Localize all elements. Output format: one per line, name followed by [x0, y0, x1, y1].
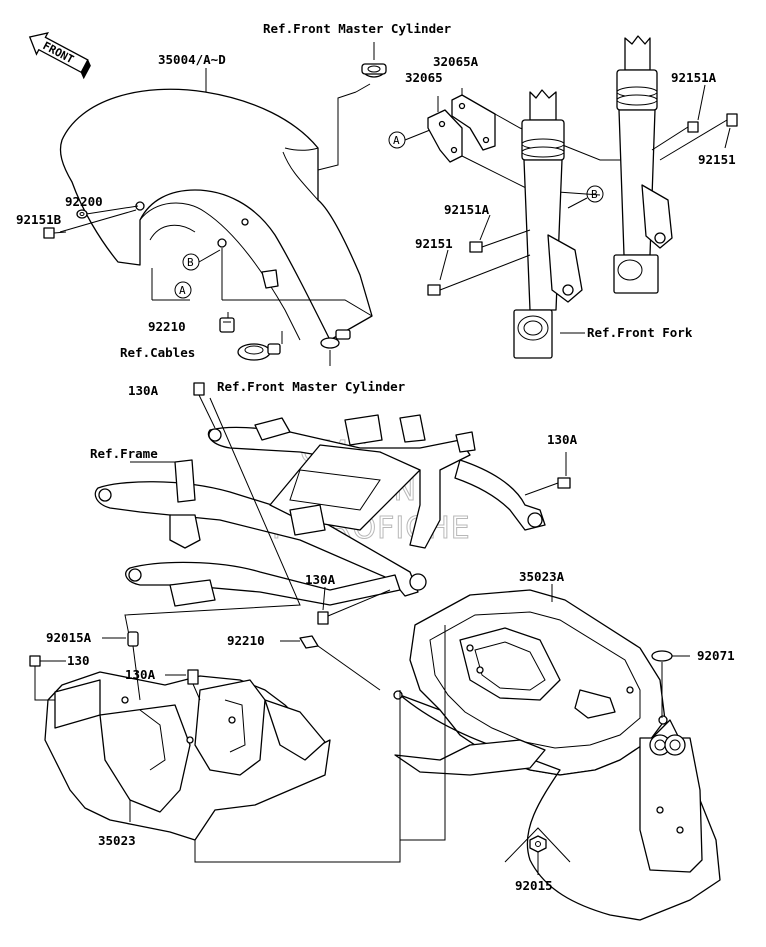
nut-92015 — [504, 827, 571, 875]
part-labels: Ref.Front Master Cylinder 35004/A~D 3206… — [16, 21, 736, 893]
callout-b-fender: B — [182, 249, 221, 271]
label-ref-cables: Ref.Cables — [120, 345, 195, 360]
front-fork-left — [513, 89, 583, 359]
master-cylinder-clamp-bottom — [320, 329, 351, 366]
label-92071: 92071 — [697, 648, 735, 663]
cap-92071 — [651, 650, 690, 718]
label-92210-mid: 92210 — [227, 633, 265, 648]
label-92200: 92200 — [65, 194, 103, 209]
bolt-92151-right — [659, 113, 738, 161]
collar-92015A — [102, 631, 141, 701]
label-92015A: 92015A — [46, 630, 92, 645]
label-130: 130 — [67, 653, 90, 668]
bolt-92151A-right — [651, 121, 699, 151]
label-92151-right: 92151 — [698, 152, 736, 167]
label-ref-front-master-cylinder-top: Ref.Front Master Cylinder — [263, 21, 452, 36]
callout-a-fender-label: A — [179, 284, 186, 297]
bracket-32065A — [451, 94, 496, 151]
bolt-92151-left — [427, 254, 531, 296]
label-92210-top: 92210 — [148, 319, 186, 334]
callout-a-fender: A — [174, 281, 192, 299]
bolt-130A-mid — [317, 589, 391, 625]
label-92151A-right: 92151A — [671, 70, 717, 85]
label-92151B: 92151B — [16, 212, 62, 227]
label-130A-top: 130A — [128, 383, 159, 398]
callout-b-fender-label: B — [187, 256, 194, 269]
bolt-92151B — [43, 227, 67, 239]
callout-a-fork-label: A — [393, 134, 400, 147]
callout-a-fork: A — [388, 129, 431, 149]
label-130A-low: 130A — [125, 667, 156, 682]
label-92151A-left: 92151A — [444, 202, 490, 217]
clamp-92210-mid — [280, 635, 381, 691]
bracket-32065 — [427, 109, 463, 163]
label-92015: 92015 — [515, 878, 553, 893]
label-92151-left: 92151 — [415, 236, 453, 251]
label-32065A: 32065A — [433, 54, 479, 69]
label-ref-front-master-cylinder-bottom: Ref.Front Master Cylinder — [217, 379, 406, 394]
cable-clamp — [237, 343, 281, 361]
front-direction-label: FRONT — [41, 39, 77, 66]
label-130A-right: 130A — [547, 432, 578, 447]
label-35023A: 35023A — [519, 569, 565, 584]
callout-b-fork: B — [567, 185, 604, 209]
front-fender-35004 — [59, 88, 373, 341]
clamp-92210-top — [219, 317, 235, 333]
label-32065: 32065 — [405, 70, 443, 85]
rear-fender-35023A — [393, 589, 721, 921]
front-direction-arrow-icon: FRONT — [28, 32, 91, 80]
bolt-130A-top — [193, 382, 216, 429]
label-ref-frame: Ref.Frame — [90, 446, 158, 461]
washer-92200 — [76, 209, 88, 219]
label-ref-front-fork: Ref.Front Fork — [587, 325, 693, 340]
frame — [94, 414, 546, 607]
master-cylinder-clamp-top — [355, 42, 387, 93]
bolt-92151A-left — [469, 229, 531, 253]
bolt-130 — [29, 655, 66, 701]
label-35023: 35023 — [98, 833, 136, 848]
front-fork-right — [613, 35, 673, 294]
inner-fender-35023 — [44, 671, 331, 841]
label-35004: 35004/A~D — [158, 52, 226, 67]
bolt-130A-right — [524, 477, 571, 496]
bolt-130A-low — [165, 669, 201, 701]
label-130A-mid: 130A — [305, 572, 336, 587]
